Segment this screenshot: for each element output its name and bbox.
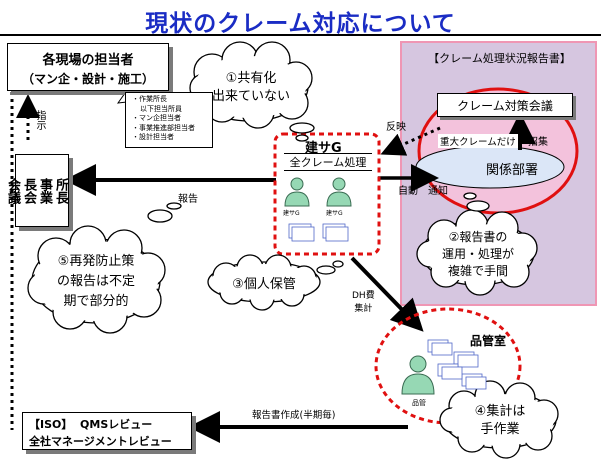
report-creation-label: 報告書作成(半期毎) — [252, 410, 336, 421]
cloud-line: ④集計は — [474, 404, 526, 419]
claim-meeting-box: クレーム対策会議 — [437, 93, 573, 117]
serious-claims-label: 重大クレームだけ — [438, 134, 518, 148]
qa-person-label: 品管 — [412, 399, 426, 407]
cloud-line: 出来ていない — [211, 89, 290, 104]
callout-line: ・作業所長 — [132, 95, 167, 103]
kensg-people — [284, 177, 352, 242]
kensg-title: 建サG — [305, 141, 342, 156]
cloud-line: 手作業 — [480, 422, 520, 437]
cloud-4 — [439, 380, 559, 459]
site-manager-box: 各現場の担当者 （マン企・設計・施工） — [7, 43, 169, 91]
kensg-subtitle: 全クレーム処理 — [284, 153, 372, 171]
cloud-line: ①共有化 — [225, 71, 277, 86]
cloud-1 — [189, 41, 315, 142]
convene-label: 招集 — [528, 137, 548, 148]
cloud-line: 複雑で手間 — [447, 263, 508, 278]
president-meeting-box: 所長 事業 長会 会議 — [5, 154, 69, 227]
person-icon — [401, 355, 435, 395]
dh-line: DH費 — [352, 291, 375, 301]
document-stack-icon — [288, 223, 349, 242]
person-icon — [284, 177, 352, 207]
cloud-3 — [207, 254, 344, 311]
page-title: 現状のクレーム対応について — [145, 11, 456, 37]
cloud-1-text: ①共有化 出来ていない — [196, 58, 306, 118]
dept-label: 関係部署 — [486, 163, 539, 178]
title-underline — [0, 34, 601, 36]
iso-line2: 全社マネージメントレビュー — [29, 435, 172, 448]
cloud-line: ⑤再発防止策 — [57, 254, 135, 269]
cloud-2-text: ②報告書の 運用・処理が 複雑で手間 — [422, 224, 534, 284]
staff-callout: ・作業所長 以下担当所員 ・マン企担当者 ・事業推進部担当者 ・設計担当者 — [125, 92, 213, 148]
cloud-line: 期で部分的 — [63, 294, 129, 309]
dh-label: DH費 集計 — [352, 290, 375, 316]
cloud-line: ②報告書の — [448, 229, 508, 244]
report-label: 報告 — [178, 194, 198, 205]
qa-room-title: 品管室 — [470, 334, 507, 348]
callout-line: 以下担当所員 — [140, 104, 182, 113]
cloud-3-text: ③個人保管 — [212, 268, 316, 296]
site-manager-subtitle: （マン企・設計・施工） — [21, 72, 154, 86]
document-stack-icon — [427, 339, 487, 390]
arrow-reflect — [380, 126, 441, 156]
site-manager-title: 各現場の担当者 — [42, 53, 134, 68]
callout-line: ・マン企担当者 — [132, 114, 181, 122]
president-meeting-text: 所長 事業 長会 会議 — [5, 178, 68, 204]
cloud-line: 運用・処理が — [441, 246, 514, 261]
iso-review-box: 【ISO】 QMSレビュー 全社マネージメントレビュー — [22, 412, 192, 450]
cloud-5-text: ⑤再発防止策 の報告は不定 期で部分的 — [34, 244, 158, 320]
cloud-5 — [27, 202, 182, 334]
kensg-outline — [273, 132, 381, 256]
cloud-2 — [416, 192, 538, 296]
auto-notify-label: 自動 通知 — [398, 186, 448, 197]
reflect-label: 反映 — [386, 122, 406, 133]
cloud-line: の報告は不定 — [56, 274, 135, 289]
iso-line1: 【ISO】 QMSレビュー — [29, 418, 153, 431]
report-panel-title: 【クレーム処理状況報告書】 — [428, 52, 571, 65]
qa-room-icons — [401, 339, 487, 395]
kensg-person-label: 建サG — [283, 210, 300, 217]
callout-line: ・設計担当者 — [132, 133, 174, 141]
dh-line: 集計 — [354, 304, 373, 314]
kensg-person-label: 建サG — [326, 210, 343, 217]
arrow-dh — [350, 256, 424, 332]
instruction-label: 指示 — [34, 110, 45, 130]
cloud-4-text: ④集計は 手作業 — [448, 398, 552, 444]
cloud-line: ③個人保管 — [232, 276, 296, 292]
callout-line: ・事業推進部担当者 — [132, 123, 195, 132]
